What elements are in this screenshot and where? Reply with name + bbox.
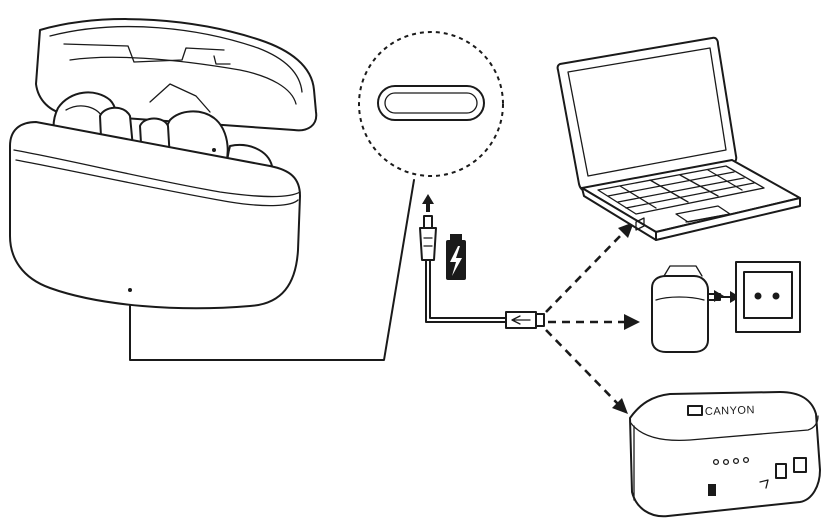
dashed-arrow-powerbank (546, 330, 628, 414)
wall-socket-icon (736, 262, 800, 332)
usb-c-port-icon (359, 32, 503, 176)
laptop-icon (558, 38, 800, 240)
battery-charging-icon (446, 234, 466, 280)
dashed-arrow-laptop (546, 222, 634, 312)
usb-cable-icon (420, 216, 544, 328)
power-bank-icon: CANYON (630, 392, 820, 516)
powerbank-brand-text: CANYON (705, 404, 755, 418)
dashed-arrow-adapter (548, 314, 640, 330)
arrow-up-icon (422, 194, 434, 212)
earbuds-case-icon (10, 19, 316, 308)
wall-adapter-icon (652, 266, 740, 352)
